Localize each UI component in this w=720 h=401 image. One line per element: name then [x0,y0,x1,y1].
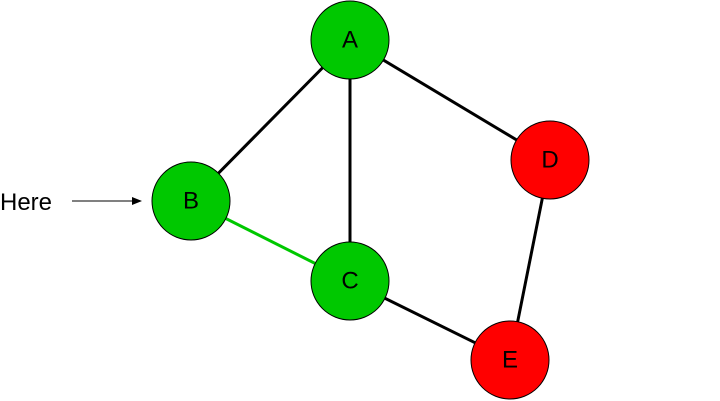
node-d: D [510,120,590,200]
node-d-label: D [541,146,558,173]
node-e: E [470,320,550,400]
node-b-label: B [183,187,199,214]
node-c-circle [310,241,390,321]
nodes-group: A B C D E [151,0,590,400]
node-a-circle [310,0,390,80]
node-c-label: C [341,267,358,294]
node-a-label: A [342,26,358,53]
node-b-circle [151,161,231,241]
node-e-circle [470,320,550,400]
node-a: A [310,0,390,80]
pointer: Here [0,189,142,216]
node-e-label: E [502,346,518,373]
node-c: C [310,241,390,321]
node-d-circle [510,120,590,200]
node-b: B [151,161,231,241]
here-label: Here [0,189,52,216]
